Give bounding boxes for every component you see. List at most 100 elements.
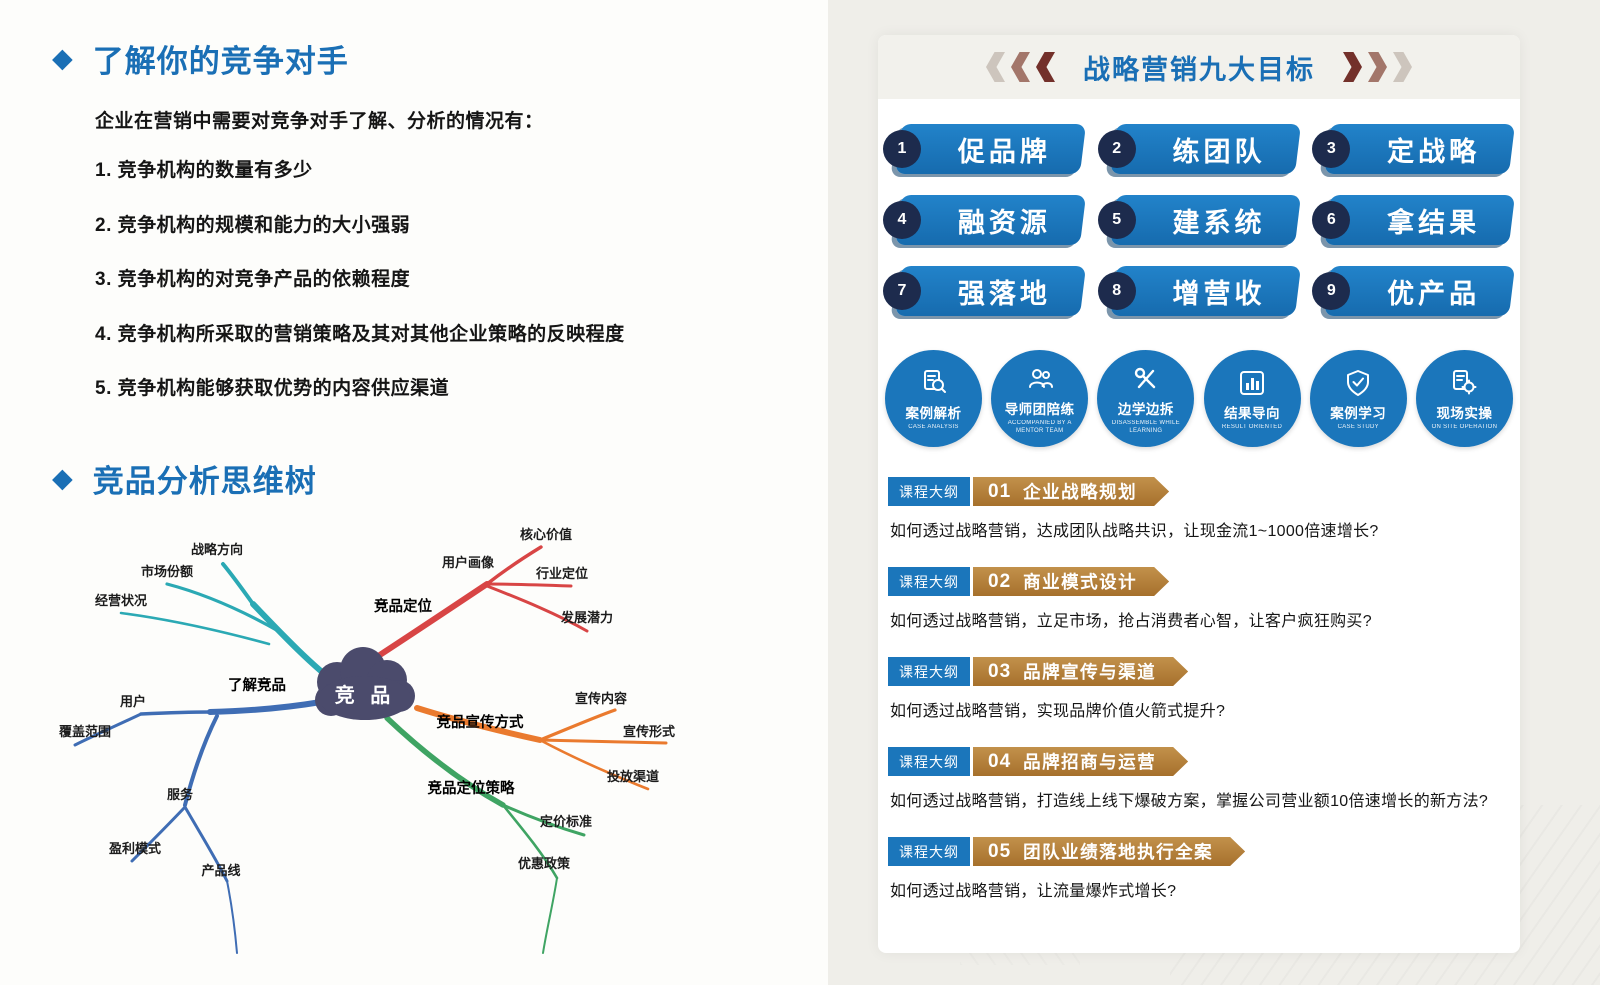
course-title: 商业模式设计 [1023, 572, 1138, 592]
feature-label: 结果导向 [1224, 405, 1281, 421]
mindmap-node-label: 优惠政策 [518, 856, 571, 871]
mindmap-center-node [315, 647, 415, 720]
feature-sublabel: ON SITE OPERATION [1431, 423, 1498, 430]
mindmap-node-label: 覆盖范围 [59, 724, 111, 739]
feature-label: 案例学习 [1330, 405, 1387, 421]
mindmap-diagram: 竞 品 战略方向 市场份额 经营状况 核心价值 用户画像 行业定位 发展潜力 竞… [59, 527, 675, 954]
shield-icon [1343, 366, 1373, 400]
goal-item: 6 拿结果 [1312, 195, 1516, 245]
goal-number-badge: 6 [1312, 201, 1351, 239]
course-title: 品牌招商与运营 [1023, 752, 1157, 772]
goal-item: 5 建系统 [1097, 195, 1301, 245]
tools-icon [1131, 362, 1161, 396]
mindmap-node-label: 用户画像 [441, 555, 495, 570]
chevron-right-icon [1368, 52, 1387, 82]
goal-number-badge: 3 [1312, 130, 1351, 168]
mindmap-node-label: 行业定位 [535, 566, 588, 581]
feature-sublabel: ACCOMPANIED BY A MENTOR TEAM [1007, 420, 1072, 434]
card-header: 战略营销九大目标 [878, 35, 1520, 99]
chevrons-right-icon [1343, 52, 1412, 82]
list-item: 1. 竞争机构的数量有多少 [95, 160, 313, 181]
course-banner: 课程大纲 03 品牌宣传与渠道 [888, 657, 1510, 686]
mindmap-branch-teal [119, 562, 340, 687]
course-description: 如何透过战略营销，打造线上线下爆破方案，掌握公司营业额10倍速增长的新方法? [890, 793, 1489, 810]
course-title: 企业战略规划 [1023, 482, 1138, 502]
document-gear-icon [1449, 366, 1479, 400]
mindmap-node-label: 服务 [167, 787, 194, 802]
mindmap-node-label: 用户 [119, 694, 146, 709]
chevron-left-icon [1036, 52, 1055, 82]
goal-item: 8 增营收 [1097, 266, 1301, 316]
feature-label: 边学边拆 [1117, 402, 1174, 417]
course-item: 课程大纲 03 品牌宣传与渠道 如何透过战略营销，实现品牌价值火箭式提升? [888, 657, 1510, 721]
goal-label: 定战略 [1387, 136, 1481, 167]
course-description: 如何透过战略营销，让流量爆炸式增长? [890, 883, 1177, 900]
goal-number-badge: 5 [1097, 201, 1136, 239]
course-tag: 课程大纲 [888, 837, 970, 866]
goal-item: 3 定战略 [1312, 124, 1516, 174]
chevron-right-icon [1343, 52, 1362, 82]
chevrons-left-icon [986, 52, 1055, 82]
goal-item: 7 强落地 [883, 266, 1086, 316]
section1-intro: 企业在营销中需要对竞争对手了解、分析的情况有： [95, 111, 544, 132]
course-item: 课程大纲 04 品牌招商与运营 如何透过战略营销，打造线上线下爆破方案，掌握公司… [888, 747, 1510, 811]
mindmap-branch-orange [414, 705, 668, 791]
feature-circle: 导师团陪练 ACCOMPANIED BY A MENTOR TEAM [991, 350, 1089, 447]
section1-header: ◆ 了解你的竞争对手 [52, 36, 349, 81]
mindmap-node-label: 投放渠道 [607, 769, 659, 784]
goal-number-badge: 1 [883, 130, 921, 168]
feature-circle: 案例解析 CASE ANALYSIS [885, 350, 982, 447]
mindmap-node-label: 盈利模式 [108, 841, 161, 856]
course-tag: 课程大纲 [888, 477, 970, 506]
feature-circle: 边学边拆 DISASSEMBLE WHILE LEARNING [1097, 350, 1195, 447]
goal-label: 融资源 [957, 207, 1051, 238]
feature-sublabel: RESULT ORIENTED [1221, 423, 1283, 430]
mindmap-center-label: 竞 品 [335, 683, 396, 707]
course-arrow-banner: 02 商业模式设计 [973, 567, 1169, 596]
right-panel-card: 战略营销九大目标 1 促品牌 2 练团队 3 定战略 4 融资源 [878, 35, 1520, 953]
course-tag: 课程大纲 [888, 747, 970, 776]
course-tag: 课程大纲 [888, 657, 970, 686]
goal-number-badge: 8 [1097, 272, 1136, 310]
section2-title: 竞品分析思维树 [92, 464, 317, 499]
diamond-icon: ◆ [52, 43, 73, 73]
goal-label: 拿结果 [1387, 207, 1481, 238]
list-item: 3. 竞争机构的对竞争产品的依赖程度 [95, 269, 411, 290]
mindmap-node-label: 了解竞品 [228, 676, 286, 694]
document-search-icon [919, 366, 949, 400]
course-banner: 课程大纲 04 品牌招商与运营 [888, 747, 1510, 776]
course-description: 如何透过战略营销，达成团队战略共识，让现金流1~1000倍速增长? [890, 523, 1379, 540]
course-banner: 课程大纲 02 商业模式设计 [888, 567, 1510, 596]
course-description: 如何透过战略营销，立足市场，抢占消费者心智，让客户疯狂购买? [890, 613, 1372, 630]
mindmap-node-label: 竞品定位策略 [428, 779, 515, 797]
goal-item: 4 融资源 [883, 195, 1086, 245]
course-number: 02 [988, 570, 1012, 592]
list-item: 4. 竞争机构所采取的营销策略及其对其他企业策略的反映程度 [95, 323, 625, 345]
goal-label: 促品牌 [957, 136, 1051, 167]
feature-sublabel: CASE ANALYSIS [908, 423, 959, 430]
goal-number-badge: 7 [883, 272, 921, 310]
panel-title: 战略营销九大目标 [1083, 54, 1315, 85]
course-arrow-banner: 01 企业战略规划 [973, 477, 1169, 506]
goal-item: 9 优产品 [1312, 266, 1516, 316]
goal-item: 1 促品牌 [883, 124, 1086, 174]
course-banner: 课程大纲 05 团队业绩落地执行全案 [888, 837, 1510, 866]
course-number: 03 [988, 660, 1012, 682]
goal-label: 建系统 [1172, 207, 1266, 238]
course-title: 团队业绩落地执行全案 [1023, 842, 1214, 862]
goal-label: 增营收 [1172, 278, 1266, 309]
features-row: 案例解析 CASE ANALYSIS 导师团陪练 ACCOMPANIED BY … [878, 316, 1520, 447]
course-item: 课程大纲 01 企业战略规划 如何透过战略营销，达成团队战略共识，让现金流1~1… [888, 477, 1510, 541]
section1-title: 了解你的竞争对手 [92, 44, 349, 79]
goal-label: 优产品 [1387, 278, 1481, 309]
mindmap-branch-green [384, 715, 586, 954]
mindmap-node-label: 市场份额 [141, 564, 193, 579]
mentor-team-icon [1025, 362, 1055, 396]
course-tag: 课程大纲 [888, 567, 970, 596]
chevron-right-icon [1393, 52, 1412, 82]
mindmap-node-label: 经营状况 [95, 593, 147, 608]
feature-circle: 结果导向 RESULT ORIENTED [1203, 350, 1301, 447]
diamond-icon: ◆ [52, 463, 73, 493]
list-item: 2. 竞争机构的规模和能力的大小强弱 [95, 214, 411, 236]
mindmap-node-label: 宣传内容 [575, 691, 627, 706]
